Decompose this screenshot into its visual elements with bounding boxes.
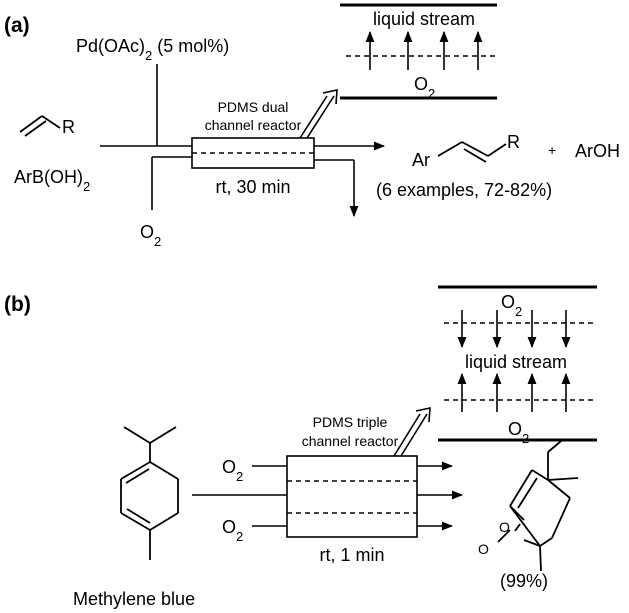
alkene-structure [19, 115, 61, 137]
inset-oxygen-top-label: O2 [501, 292, 522, 319]
peroxide-oxygen-1: O [499, 519, 510, 535]
reactor-label-line1: PDMS dual [218, 99, 289, 115]
gas-permeation-arrow [393, 406, 431, 457]
triple-channel-inset: O2 liquid stream O2 [438, 285, 597, 446]
panel-a: (a) Pd(OAc)2 (5 mol%) R ArB(OH)2 O2 PDMS… [4, 3, 620, 249]
panel-a-label: (a) [4, 14, 30, 37]
oxygen-bottom-label: O2 [222, 517, 243, 544]
inset-oxygen-bottom-label: O2 [508, 419, 529, 446]
alpha-terpinene-structure [120, 426, 179, 560]
reactor-label-line2: channel reactor [302, 433, 399, 449]
methylene-blue-label: Methylene blue [73, 589, 195, 609]
reactor-label-line2: channel reactor [205, 117, 302, 133]
stilbene-product-bonds [437, 141, 507, 163]
panel-b-label: (b) [4, 293, 31, 316]
substrate-r-group: R [62, 117, 75, 137]
oxygen-top-label: O2 [222, 457, 243, 484]
gas-permeation-arrow [299, 88, 338, 139]
inset-oxygen-label: O2 [414, 74, 435, 101]
reaction-conditions: rt, 1 min [319, 545, 384, 565]
ascaridole-product-bonds [497, 439, 579, 572]
reactor-label-line1: PDMS triple [313, 414, 388, 430]
inset-liquid-stream-label: liquid stream [465, 352, 567, 372]
panel-b: (b) Methylene blue O2 O2 PDMS triple c [4, 285, 597, 609]
catalyst-label: Pd(OAc)2 (5 mol%) [76, 36, 229, 63]
scope-yield-note: (6 examples, 72-82%) [376, 180, 552, 200]
peroxide-oxygen-2: O [478, 541, 489, 557]
product-r-group: R [507, 132, 520, 152]
arylboronic-acid-label: ArB(OH)2 [14, 167, 90, 194]
product-ar: Ar [412, 150, 430, 170]
reaction-conditions: rt, 30 min [215, 177, 290, 197]
inset-liquid-stream-label: liquid stream [373, 9, 475, 29]
triple-channel-reactor [286, 455, 418, 538]
oxygen-label: O2 [140, 222, 161, 249]
byproduct-arOH: ArOH [575, 141, 620, 161]
plus-sign: + [548, 142, 556, 158]
dual-channel-inset: liquid stream O2 [340, 3, 497, 101]
product-yield: (99%) [500, 571, 548, 591]
